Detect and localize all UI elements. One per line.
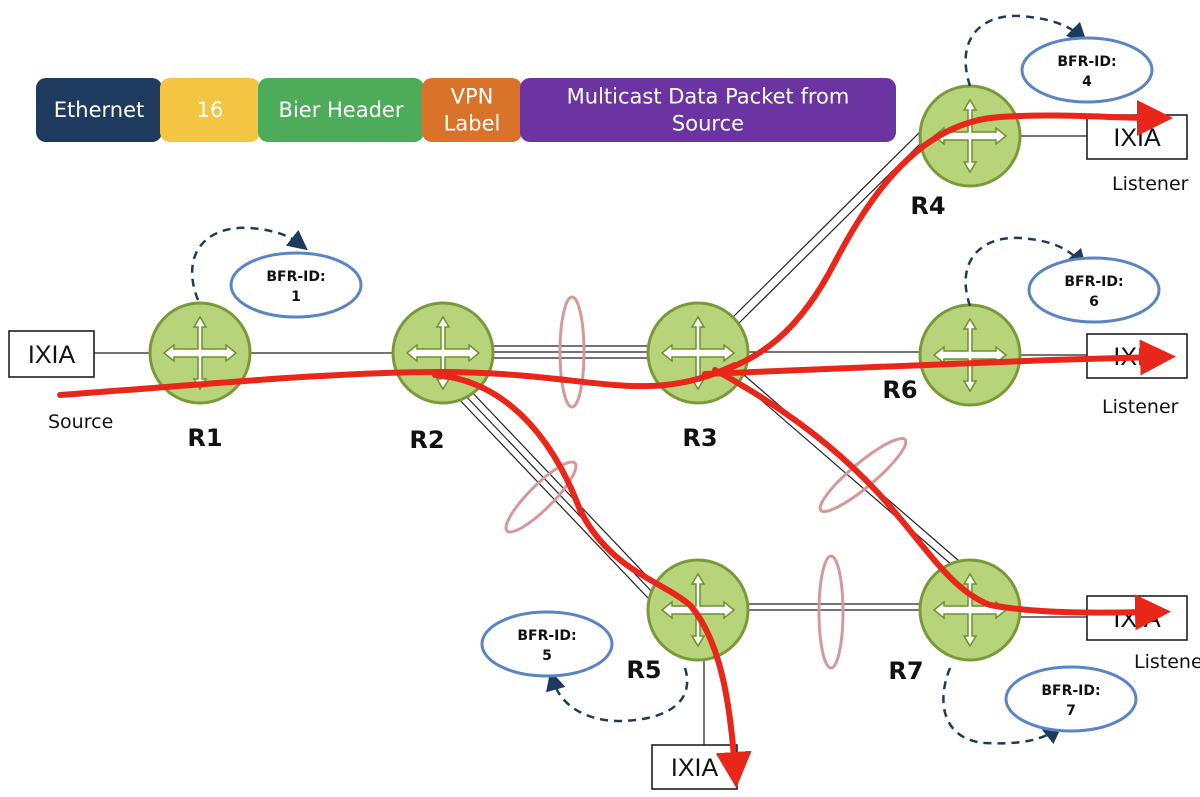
header-segment-bg	[258, 78, 424, 142]
header-segment-label: Ethernet	[54, 98, 144, 122]
router-label: R4	[910, 192, 945, 220]
bfr-id-ellipse	[1020, 36, 1154, 104]
ixia-label: IXIA	[28, 341, 76, 369]
ixia-r5[interactable]: IXIA	[651, 744, 738, 790]
bfr-id-r6: BFR-ID: 6	[964, 236, 1161, 324]
ixia-role-label: Source	[48, 411, 113, 433]
header-segment-label: VPN	[451, 85, 494, 109]
header-segment-label: Multicast Data Packet from	[567, 85, 850, 109]
bfr-id-ellipse	[1027, 256, 1161, 324]
bfr-id-title: BFR-ID:	[1064, 274, 1123, 290]
router-r2[interactable]: R2	[391, 301, 495, 454]
ixia-label: IXIA	[1113, 124, 1161, 152]
bfr-id-title: BFR-ID:	[1041, 683, 1100, 699]
flow-r3-to-r4	[702, 99, 1173, 379]
bfr-id-value: 6	[1089, 294, 1099, 310]
bfr-id-dashed-arrow	[546, 667, 689, 723]
bfr-id-ellipse	[480, 610, 614, 678]
link-r3-r7-a	[737, 379, 961, 573]
router-label: R2	[409, 426, 444, 454]
router-label: R7	[888, 657, 923, 685]
bfr-id-title: BFR-ID:	[517, 628, 576, 644]
ixia-source[interactable]: IXIA Source	[8, 330, 113, 433]
bfr-id-ellipse	[229, 251, 363, 319]
lag-r5-r7	[817, 554, 845, 670]
ixia-role-label: Listener	[1134, 651, 1200, 673]
router-label: R5	[626, 656, 661, 684]
header-segment-bg	[520, 78, 896, 142]
ixia-role-label: Listener	[1112, 173, 1189, 195]
header-segment-label: Source	[672, 112, 744, 136]
multicast-flows	[57, 99, 1176, 788]
bfr-id-r1: BFR-ID: 1	[190, 226, 363, 319]
header-segment-label: Bier Header	[279, 98, 404, 122]
ixia-label: IXIA	[671, 754, 719, 782]
header-segment-2: Bier Header	[258, 78, 424, 142]
header-segment-1: 16	[160, 78, 260, 142]
header-segment-0: Ethernet	[36, 78, 162, 142]
router-r7[interactable]: R7	[888, 558, 1022, 685]
link-r2-r5-a	[454, 394, 649, 599]
router-r1[interactable]: R1	[148, 301, 252, 452]
bfr-id-title: BFR-ID:	[1057, 54, 1116, 70]
bfr-id-value: 1	[291, 289, 301, 305]
flow-r2-to-r5	[432, 372, 752, 788]
bfr-id-title: BFR-ID:	[266, 269, 325, 285]
bfr-id-value: 5	[542, 648, 552, 664]
flow-r3-to-r6	[702, 339, 1176, 377]
lag-r2-r3	[558, 295, 586, 409]
router-r6[interactable]: R6	[882, 303, 1022, 407]
router-r4[interactable]: R4	[910, 84, 1022, 220]
bfr-id-dashed-arrow	[942, 667, 1063, 745]
router-r5[interactable]: R5	[626, 558, 750, 684]
router-label: R6	[882, 376, 917, 404]
bfr-id-r5: BFR-ID: 5	[480, 610, 689, 723]
header-segment-bg	[36, 78, 162, 142]
bfr-id-dashed-arrow	[190, 226, 308, 301]
bfr-id-r4: BFR-ID: 4	[964, 14, 1154, 104]
header-segment-bg	[422, 78, 522, 142]
header-segment-bg	[160, 78, 260, 142]
router-r3[interactable]: R3	[646, 301, 750, 452]
ixia-role-label: Listener	[1102, 396, 1179, 418]
header-segment-label: 16	[197, 98, 224, 122]
bfr-id-value: 4	[1082, 74, 1092, 90]
header-segment-label: Label	[444, 112, 501, 136]
packet-header-bar: Ethernet 16 Bier Header VPN Label Multicast D…	[36, 78, 896, 142]
bfr-id-ellipse	[1004, 665, 1138, 733]
header-segment-3: VPN Label	[422, 78, 522, 142]
ixia-box	[8, 330, 95, 378]
bfr-id-value: 7	[1066, 703, 1076, 719]
router-label: R3	[682, 424, 717, 452]
ixia-boxes: IXIASourceIXIAListenerIXIAListenerIXIALi…	[8, 114, 1200, 790]
ixia-r4[interactable]: IXIA Listener	[1086, 114, 1189, 195]
bfr-id-dashed-arrow	[964, 236, 1087, 307]
link-r3-r4-a	[729, 127, 925, 321]
flow-r3-to-r7	[712, 367, 1171, 631]
lag-r2-r5	[504, 460, 578, 534]
flow-source-to-r3	[57, 362, 738, 398]
link-r2-r5-c	[468, 388, 663, 593]
router-label: R1	[187, 424, 222, 452]
bfr-id-dashed-arrow	[964, 14, 1088, 87]
bfr-id-r7: BFR-ID: 7	[942, 665, 1138, 745]
